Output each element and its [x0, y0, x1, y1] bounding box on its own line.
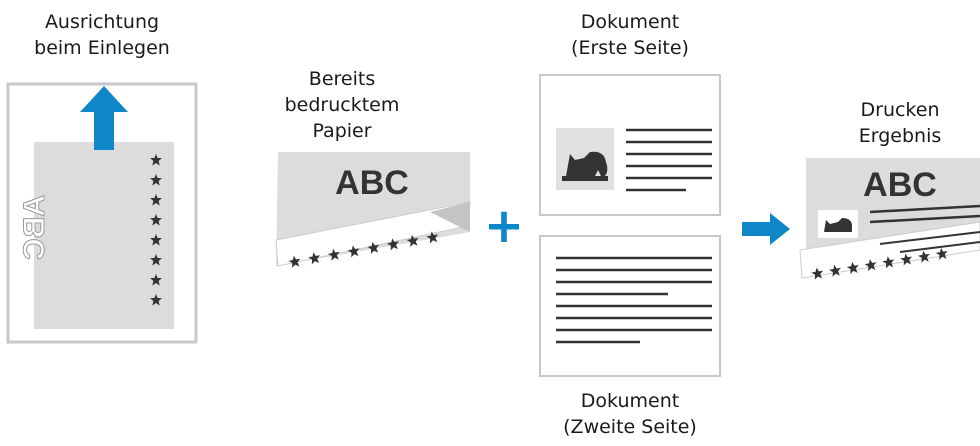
- cat-image-icon: [556, 128, 614, 190]
- text-lines-second: [556, 256, 712, 344]
- document-first-page-label: Dokument (Erste Seite): [540, 9, 720, 61]
- print-result: ABC: [799, 158, 980, 280]
- doc-second-line-1: Dokument: [580, 390, 680, 412]
- preprinted-label-line-2: bedrucktem: [284, 94, 400, 116]
- tray-illustration: ABC: [6, 82, 198, 344]
- result-overprint-lines: [879, 231, 980, 253]
- result-label-line-1: Drucken: [860, 99, 940, 121]
- up-arrow-icon: [80, 86, 128, 150]
- preprinted-label-line-1: Bereits: [308, 68, 376, 90]
- preprinted-label-line-3: Papier: [312, 120, 372, 142]
- tray-mirrored-abc: ABC: [18, 195, 51, 260]
- result-cat-thumb: [818, 210, 858, 238]
- right-arrow-icon: [742, 213, 790, 245]
- plus-icon: +: [484, 198, 524, 254]
- document-second-page-label: Dokument (Zweite Seite): [540, 388, 720, 440]
- preprinted-paper: ABC: [275, 152, 471, 269]
- doc-second-line-2: (Zweite Seite): [563, 416, 697, 438]
- text-lines-first: [626, 128, 712, 192]
- result-label-line-2: Ergebnis: [858, 125, 942, 147]
- tray-paper: [34, 142, 174, 329]
- preprinted-abc-text: ABC: [335, 164, 409, 202]
- result-text-lines: [869, 204, 980, 224]
- preprinted-paper-label: Bereits bedrucktem Papier: [272, 66, 412, 144]
- doc-first-line-2: (Erste Seite): [571, 37, 689, 59]
- result-abc-text: ABC: [863, 166, 937, 204]
- orientation-label-line-1: Ausrichtung: [44, 11, 160, 33]
- print-result-label: Drucken Ergebnis: [820, 97, 980, 149]
- document-first-page: [539, 74, 721, 216]
- doc-first-line-1: Dokument: [580, 11, 680, 33]
- preprinted-fold-shadow: [430, 202, 470, 232]
- orientation-label-line-2: beim Einlegen: [34, 37, 170, 59]
- orientation-label: Ausrichtung beim Einlegen: [2, 9, 202, 61]
- result-fold: [799, 221, 980, 279]
- document-second-page: [539, 235, 721, 377]
